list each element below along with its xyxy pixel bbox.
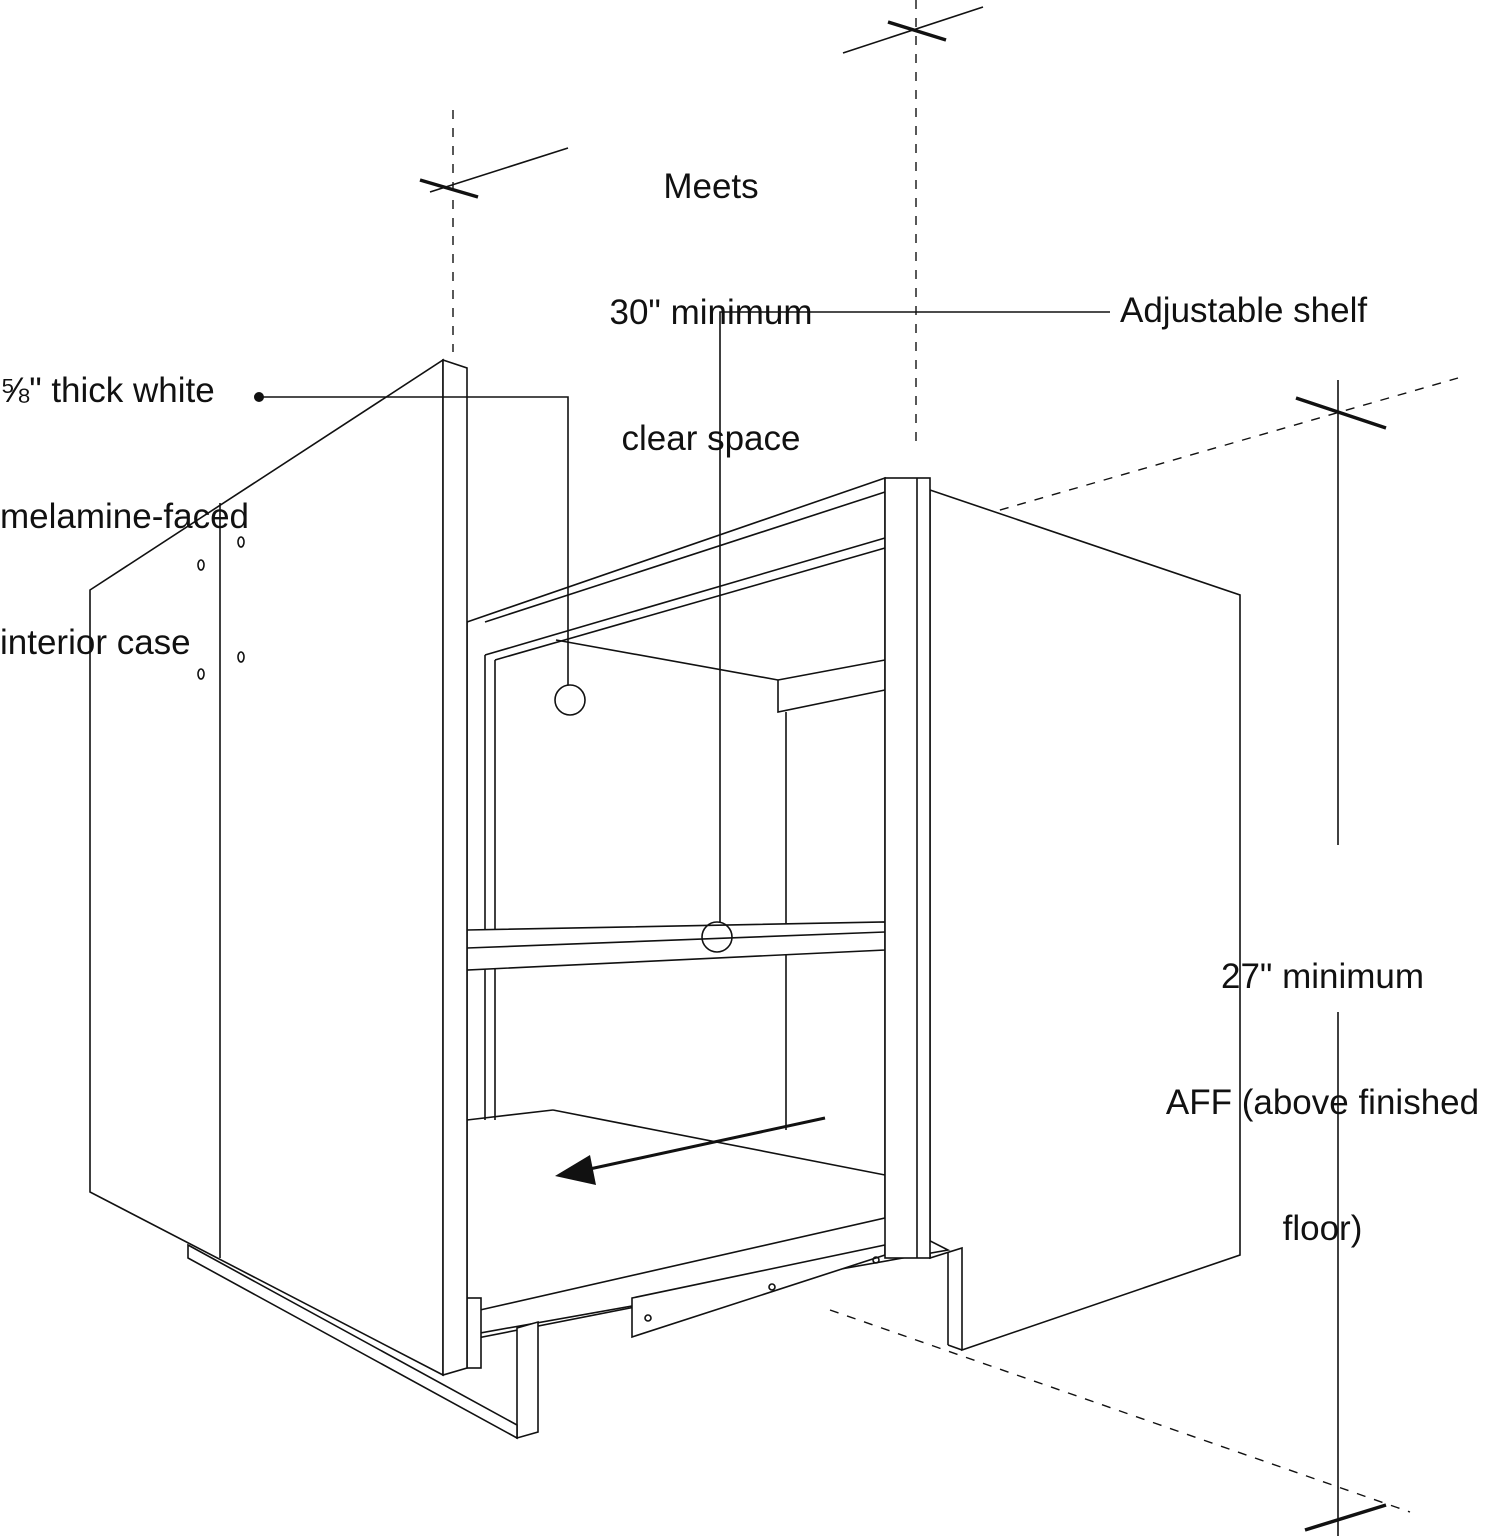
pull-out-arrow bbox=[555, 1116, 826, 1185]
height-line-3: floor) bbox=[1282, 1209, 1363, 1248]
clear-space-line-2: 30" minimum bbox=[609, 293, 813, 332]
leader-case bbox=[254, 392, 586, 716]
dimension-lines bbox=[419, 0, 1459, 1536]
case-label: ⅝" thick white melamine-faced interior c… bbox=[0, 286, 249, 706]
leader-shelf bbox=[701, 311, 1110, 953]
case-line-2: melamine-faced bbox=[0, 497, 249, 536]
case-line-1: ⅝" thick white bbox=[0, 371, 215, 410]
clear-space-label: Meets 30" minimum clear space bbox=[586, 82, 836, 502]
cabinet-interior bbox=[466, 476, 951, 1440]
height-label: 27" minimum AFF (above finished floor) bbox=[1150, 872, 1495, 1292]
case-line-3: interior case bbox=[0, 623, 191, 662]
clear-space-line-1: Meets bbox=[663, 167, 759, 206]
height-line-2: AFF (above finished bbox=[1165, 1083, 1480, 1122]
height-line-1: 27" minimum bbox=[1220, 957, 1425, 996]
shelf-label: Adjustable shelf bbox=[1120, 291, 1368, 330]
clear-space-line-3: clear space bbox=[621, 419, 801, 458]
cabinet-left-door bbox=[89, 358, 518, 1440]
